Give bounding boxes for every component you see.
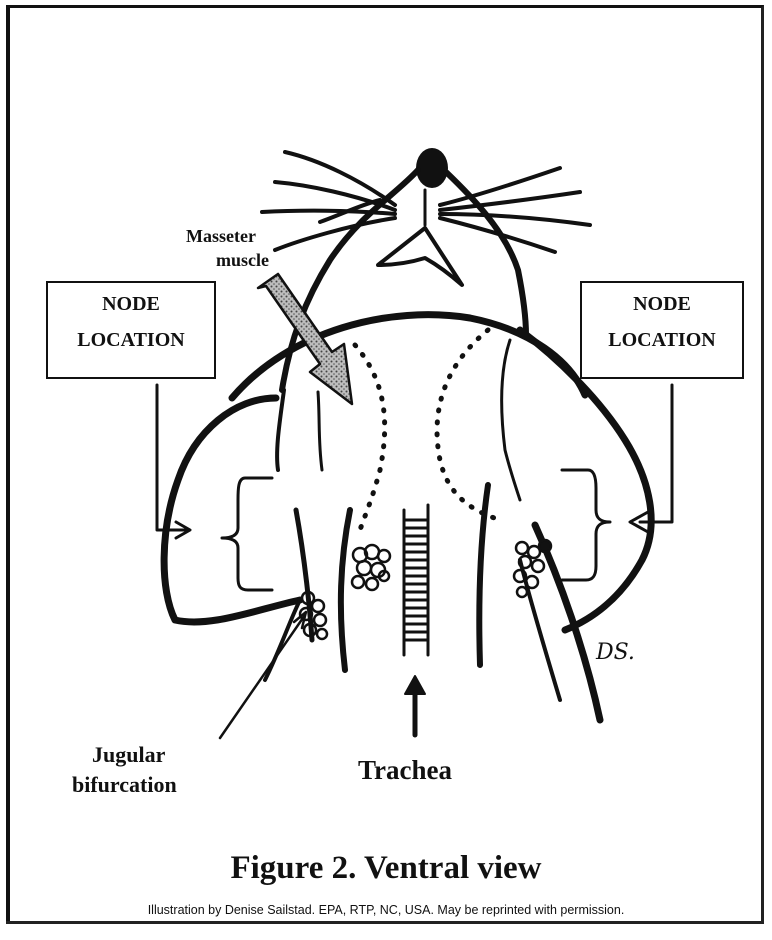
node-location-box-right: NODE LOCATION <box>580 281 744 379</box>
dotted-left <box>355 345 385 530</box>
nose <box>416 148 448 188</box>
figure-caption: Figure 2. Ventral view <box>0 850 772 887</box>
bracket-right <box>562 470 610 580</box>
jugular-pointer <box>220 615 305 738</box>
artist-signature: DS. <box>596 640 635 665</box>
node-location-box-left: NODE LOCATION <box>46 281 216 379</box>
node-cluster-right <box>514 540 551 597</box>
illustration-credit: Illustration by Denise Sailstad. EPA, RT… <box>0 903 772 917</box>
left-body <box>265 600 300 680</box>
masseter-label-line2: muscle <box>216 250 269 271</box>
head-outline <box>282 170 418 390</box>
node-location-left-line2: LOCATION <box>48 325 214 355</box>
node-location-right-line1: NODE <box>582 283 742 325</box>
dotted-right <box>437 330 500 520</box>
jugular-label-line2: bifurcation <box>72 772 177 798</box>
masseter-arrow <box>258 274 352 404</box>
leader-right <box>640 385 672 522</box>
bracket-left <box>222 478 272 590</box>
node-cluster-left <box>352 545 390 590</box>
mouth <box>378 228 462 285</box>
trachea-label: Trachea <box>358 755 452 786</box>
node-location-right-line2: LOCATION <box>582 325 742 355</box>
node-location-left-line1: NODE <box>48 283 214 325</box>
masseter-label-line1: Masseter <box>186 226 256 247</box>
whiskers-right <box>440 168 590 252</box>
whiskers-left <box>262 152 395 250</box>
jugular-label-line1: Jugular <box>92 742 165 768</box>
trachea-drawing <box>404 505 428 655</box>
